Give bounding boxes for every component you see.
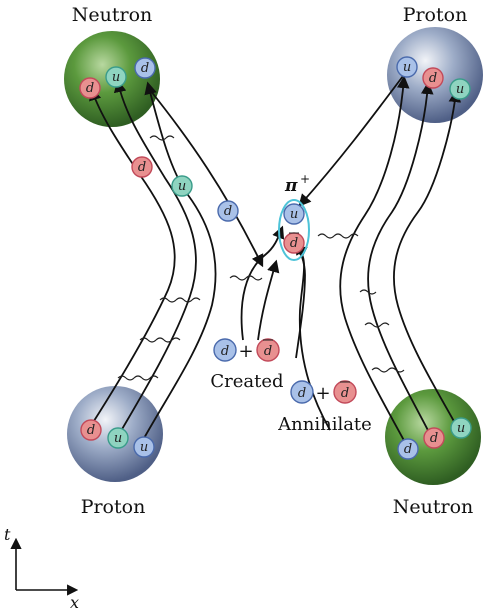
gluon xyxy=(149,135,175,141)
right-worldline-d2 xyxy=(367,81,434,441)
quark-d-ball xyxy=(397,438,419,460)
quark-label: d xyxy=(430,431,438,446)
quark-label: d xyxy=(141,61,149,76)
quark-label: d xyxy=(86,81,94,96)
left-worldline-u-to-d xyxy=(142,81,217,441)
quark-label: d xyxy=(298,386,306,401)
quark-label: d xyxy=(87,423,95,438)
quark-label: u xyxy=(112,70,120,85)
right-worldline-u xyxy=(393,89,462,433)
quark-u-ball xyxy=(283,203,305,225)
quark-label: u xyxy=(457,421,465,436)
quark-d-ball xyxy=(134,57,156,79)
quark-label: d xyxy=(290,236,298,251)
quark-u-ball xyxy=(105,66,127,88)
x-axis-label: x xyxy=(70,593,79,612)
quark-label: u xyxy=(178,179,186,194)
gluon xyxy=(317,233,359,239)
quark-label: d xyxy=(429,71,437,86)
spacetime-axes: t x xyxy=(4,525,79,612)
antiquark-d-ball xyxy=(333,380,357,404)
quark-u-ball xyxy=(450,417,472,439)
quark-d-ball xyxy=(290,380,314,404)
quark-label: d xyxy=(221,344,229,359)
gluon xyxy=(159,297,201,303)
quark-d-ball xyxy=(80,419,102,441)
quark-label: d xyxy=(224,204,232,219)
quarks: d u d u d u d u d u d d d d d xyxy=(79,56,472,460)
t-axis-label: t xyxy=(4,525,11,544)
neutron-top-label: Neutron xyxy=(72,4,153,26)
quark-label: d xyxy=(264,344,272,359)
plus-sign-created: + xyxy=(238,341,253,362)
gluon xyxy=(371,367,405,373)
gluon xyxy=(229,275,263,281)
pion-label: π xyxy=(284,176,298,196)
gluon xyxy=(364,322,390,328)
gluons xyxy=(117,135,405,381)
quark-label: d xyxy=(341,386,349,401)
pion-ring xyxy=(278,199,310,261)
quark-label: u xyxy=(140,440,148,455)
quark-label: u xyxy=(456,82,464,97)
pion-charge: + xyxy=(300,172,310,186)
quark-d-ball xyxy=(79,77,101,99)
proton-top-label: Proton xyxy=(403,4,468,26)
quark-d-ball xyxy=(423,427,445,449)
left-worldline-u xyxy=(113,79,197,437)
antiquark-d-ball xyxy=(256,338,280,362)
gluon xyxy=(139,337,181,343)
quark-u-ball xyxy=(449,78,471,100)
right-quark-lines xyxy=(293,75,462,447)
quark-u-ball xyxy=(107,427,129,449)
quark-u-ball xyxy=(396,56,418,78)
gluon xyxy=(117,375,159,381)
created-u-line xyxy=(240,225,285,341)
right-outgoing-u xyxy=(298,75,404,207)
quark-d-ball xyxy=(217,200,239,222)
quark-label: u xyxy=(403,60,411,75)
proton-bottom-label: Proton xyxy=(81,496,146,518)
left-worldline-d xyxy=(89,87,176,425)
left-quark-lines xyxy=(89,79,264,441)
neutron-bottom-label: Neutron xyxy=(393,496,474,518)
right-worldline-d xyxy=(339,75,410,447)
created-label: Created xyxy=(210,371,283,392)
quark-u-ball xyxy=(133,436,155,458)
quark-d-ball xyxy=(131,156,153,178)
left-outgoing-d xyxy=(149,89,264,268)
annihilate-label: Annihilate xyxy=(277,414,372,435)
gluon xyxy=(359,289,377,295)
quark-label: u xyxy=(114,431,122,446)
plus-sign-annihilate: + xyxy=(315,383,330,404)
created-d-line xyxy=(257,259,280,341)
annihilate-line xyxy=(294,241,307,359)
quark-d-ball xyxy=(213,338,237,362)
quark-label: u xyxy=(290,207,298,222)
pair-lines xyxy=(240,225,307,359)
quark-u-ball xyxy=(171,175,193,197)
quark-label: d xyxy=(404,442,412,457)
quark-d-ball xyxy=(422,67,444,89)
quark-label: d xyxy=(138,160,146,175)
